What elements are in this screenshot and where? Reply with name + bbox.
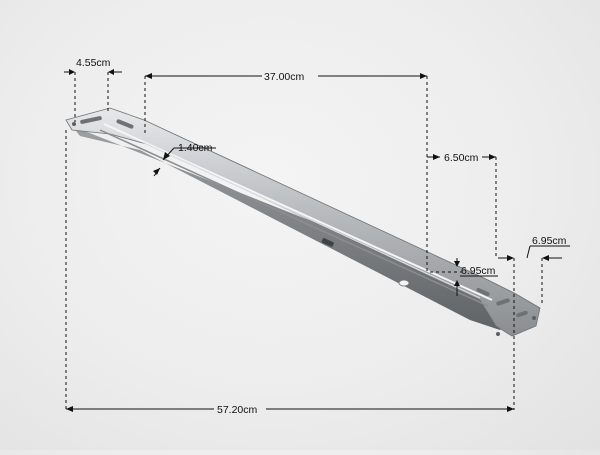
- bracket-top-plate: [65, 107, 541, 337]
- dimension-end-width-right: 6.95cm: [498, 235, 570, 410]
- dimension-slot-span: 37.00cm: [144, 71, 428, 272]
- dimension-label-end-width-right: 6.95cm: [532, 235, 567, 247]
- dimension-end-width-left: 4.55cm: [64, 57, 122, 122]
- bracket-part: [65, 107, 541, 337]
- dimension-label-hole-spacing: 6.95cm: [461, 265, 496, 277]
- dimension-label-slot-span: 37.00cm: [264, 71, 305, 83]
- dimension-label-overall-length: 57.20cm: [217, 404, 258, 416]
- dimension-overall-length: 57.20cm: [65, 130, 514, 416]
- dimension-rib-width: 1.40cm: [153, 142, 216, 177]
- dimension-end-offset: 6.50cm: [427, 152, 497, 258]
- dimension-label-end-width-left: 4.55cm: [76, 57, 111, 69]
- dimension-label-end-offset: 6.50cm: [444, 152, 479, 164]
- dimension-label-rib-width: 1.40cm: [178, 142, 213, 154]
- dimension-hole-spacing: 6.95cm: [430, 258, 498, 296]
- bracket-side-flange: [72, 126, 512, 330]
